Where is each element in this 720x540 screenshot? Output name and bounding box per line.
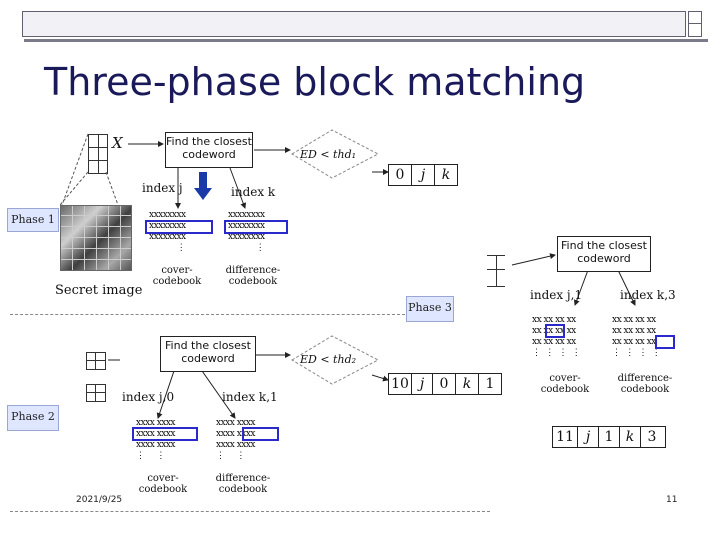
block-x-label: X xyxy=(112,134,123,152)
index-j-label: index j xyxy=(142,181,183,195)
reg2-flag: 10 xyxy=(389,374,412,394)
find-closest-codeword-3: Find the closest codeword xyxy=(557,236,651,272)
find-closest-codeword-1: Find the closest codeword xyxy=(165,132,253,168)
reg2-k: k xyxy=(456,374,479,394)
cover-codebook-label-3: cover-codebook xyxy=(540,373,590,395)
codeword-row: xx xx xx xx xyxy=(612,315,656,325)
index-k-label: index k xyxy=(231,185,276,199)
codeword-row: xx xx xx xx xyxy=(612,326,656,336)
codeword-row: xx xx xx xx xyxy=(532,337,576,347)
reg3-j-index: 1 xyxy=(599,427,620,447)
ellipsis: ⋮ xyxy=(255,243,265,253)
index-j1-label: index j,1 xyxy=(530,288,583,302)
codeword-row: xxxx xxxx xyxy=(216,418,256,428)
codeword-row: xxxx xxxx xyxy=(136,440,176,450)
phase2-block-bottom xyxy=(86,384,106,402)
difference-codebook-label-2: difference-codebook xyxy=(215,473,271,495)
codeword: xxxxxxxx xyxy=(228,210,265,220)
ellipsis: ⋮ ⋮ ⋮ ⋮ xyxy=(532,348,581,358)
find-closest-codeword-2: Find the closest codeword xyxy=(160,336,256,372)
reg1-j: j xyxy=(412,165,435,185)
codeword-row: xx xx xx xx xyxy=(612,337,656,347)
index-k1-label: index k,1 xyxy=(222,390,278,404)
separator-1 xyxy=(10,314,405,315)
ellipsis: ⋮ xyxy=(176,243,186,253)
difference-codebook-label-3: difference-codebook xyxy=(617,373,673,395)
codeword-row: xxxx xxxx xyxy=(136,429,176,439)
codeword: xxxxxxxx xyxy=(149,232,186,242)
slide-header-decoration xyxy=(22,11,708,42)
ellipsis: ⋮ ⋮ xyxy=(216,451,245,461)
slide-number: 11 xyxy=(666,495,678,505)
codeword: xxxxxxxx xyxy=(228,221,265,231)
selected-difference-codeword xyxy=(224,220,288,234)
ed-threshold-2: ED < thd₂ xyxy=(300,353,357,366)
codeword: xxxxxxxx xyxy=(149,221,186,231)
codeword: xxxxxxxx xyxy=(149,210,186,220)
codeword-row: xx xx xx xx xyxy=(532,326,576,336)
difference-codebook-2: xxxx xxxx xxxx xxxx xxxx xxxx ⋮ ⋮ xyxy=(216,418,276,462)
reg1-k: k xyxy=(441,167,451,183)
index-k3-label: index k,3 xyxy=(620,288,676,302)
block-x-grid xyxy=(88,134,108,174)
secret-image xyxy=(60,205,132,271)
reg2-j-index: 0 xyxy=(433,374,456,394)
codeword-row: xx xx xx xx xyxy=(532,315,576,325)
reg2-k-index: 1 xyxy=(485,376,495,392)
secret-image-label: Secret image xyxy=(55,283,143,298)
reg3-k: k xyxy=(620,427,641,447)
ed-threshold-1: ED < thd₁ xyxy=(300,148,357,161)
reg3-k-index: 3 xyxy=(647,429,657,445)
selected-cover-codeword xyxy=(145,220,213,234)
cover-codebook-label-1: cover-codebook xyxy=(152,265,202,287)
codeword-row: xxxx xxxx xyxy=(136,418,176,428)
slide-date: 2021/9/25 xyxy=(76,495,123,505)
cover-codebook-3: xx xx xx xx xx xx xx xx xx xx xx xx ⋮ ⋮ … xyxy=(532,315,598,359)
cover-codebook-2: xxxx xxxx xxxx xxxx xxxx xxxx ⋮ ⋮ xyxy=(136,418,196,462)
selected-difference-codeword-3 xyxy=(655,335,675,349)
phase3-badge: Phase 3 xyxy=(406,296,454,322)
selected-cover-codeword-3 xyxy=(545,324,565,338)
index-j0-label: index j,0 xyxy=(122,390,175,404)
slide-title: Three-phase block matching xyxy=(44,60,586,104)
reg3-flag: 11 xyxy=(553,427,578,447)
reg1-flag: 0 xyxy=(389,165,412,185)
separator-2 xyxy=(10,511,490,512)
cover-codebook-label-2: cover-codebook xyxy=(138,473,188,495)
cover-codebook-1: xxxxxxxx xxxxxxxx xxxxxxxx ⋮ xyxy=(149,210,213,254)
difference-codebook-label-1: difference-codebook xyxy=(225,265,281,287)
difference-codebook-1: xxxxxxxx xxxxxxxx xxxxxxxx ⋮ xyxy=(228,210,292,254)
phase2-badge: Phase 2 xyxy=(7,405,59,431)
selected-cover-codeword-2 xyxy=(132,427,198,441)
codeword-row: xxxx xxxx xyxy=(216,440,256,450)
ellipsis: ⋮ ⋮ xyxy=(136,451,165,461)
ellipsis: ⋮ ⋮ ⋮ ⋮ xyxy=(612,348,661,358)
codeword-row: xxxx xxxx xyxy=(216,429,256,439)
reg3-j: j xyxy=(578,427,599,447)
reg2-j: j xyxy=(412,374,433,394)
phase2-block-top xyxy=(86,352,106,370)
phase1-badge: Phase 1 xyxy=(7,208,59,232)
difference-codebook-3: xx xx xx xx xx xx xx xx xx xx xx xx ⋮ ⋮ … xyxy=(612,315,678,359)
phase3-blocks xyxy=(487,255,505,287)
selected-difference-codeword-2 xyxy=(242,427,279,441)
codeword: xxxxxxxx xyxy=(228,232,265,242)
